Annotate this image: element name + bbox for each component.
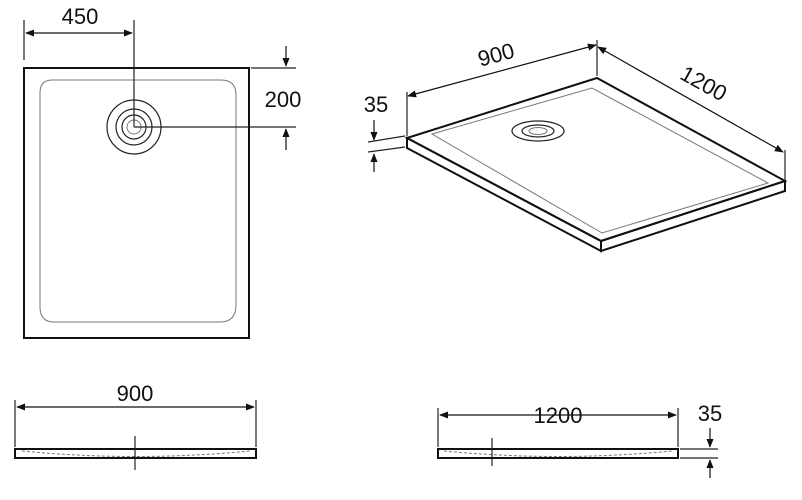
dim-label-900-iso: 900 xyxy=(475,38,517,72)
tray-basin-top xyxy=(39,79,237,323)
tray-outline-side xyxy=(437,448,679,459)
isometric-view: 900 1200 35 xyxy=(364,38,788,253)
drain-iso xyxy=(511,120,565,142)
tray-outline-top xyxy=(23,67,250,339)
tray-front-face-iso xyxy=(406,136,602,253)
side-view: 1200 35 xyxy=(437,401,722,478)
tray-top-face-iso xyxy=(404,76,788,243)
front-view: 900 xyxy=(14,381,257,470)
dim-label-900-front: 900 xyxy=(117,381,154,406)
top-view: 450 200 xyxy=(23,4,302,339)
dim-label-35-iso: 35 xyxy=(364,92,388,117)
tray-side-face-iso xyxy=(600,179,786,253)
dim-label-1200-side: 1200 xyxy=(534,403,583,428)
tray-basin-iso xyxy=(430,87,770,234)
dim-label-200: 200 xyxy=(265,87,302,112)
dim-label-450: 450 xyxy=(62,4,99,29)
dim-label-1200-iso: 1200 xyxy=(676,61,731,107)
dim-label-35-side: 35 xyxy=(698,401,722,426)
